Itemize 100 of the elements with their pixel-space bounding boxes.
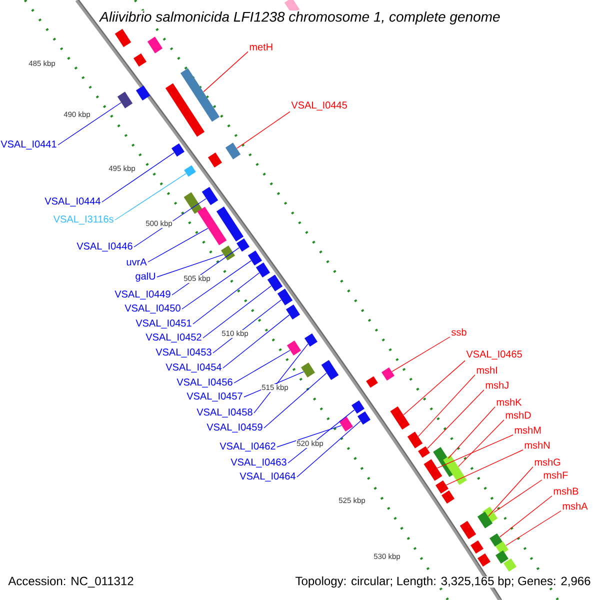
leader-line <box>446 450 524 486</box>
gene-label: mshG <box>534 458 560 466</box>
leader-line <box>192 272 260 324</box>
gene-label: VSAL_I0445 <box>291 102 347 110</box>
gene-block <box>225 142 241 160</box>
gene-label: VSAL_I0459 <box>206 424 262 432</box>
leader-line <box>102 152 174 202</box>
gene-label: mshM <box>514 426 541 434</box>
gene-block <box>267 274 283 292</box>
leader-line <box>254 344 308 414</box>
leader-line <box>458 420 504 467</box>
gene-block <box>117 92 133 108</box>
gene-block <box>321 360 339 380</box>
gene-block <box>382 367 394 381</box>
gene-block <box>286 304 300 320</box>
gene-label: VSAL_I0449 <box>114 290 170 300</box>
gene-label: mshK <box>496 398 522 406</box>
gene-block <box>236 238 250 252</box>
gene-block <box>165 83 205 137</box>
gene-block <box>390 406 410 430</box>
gene-block <box>147 36 163 54</box>
gene-label: VSAL_I0451 <box>136 320 192 328</box>
gene-label: VSAL_I3116s <box>53 216 114 224</box>
leader-line <box>156 254 224 278</box>
leader-line <box>288 410 355 464</box>
gene-label: VSAL_I0444 <box>44 198 100 206</box>
gene-label: mshA <box>562 502 588 510</box>
gene-label: metH <box>250 44 272 50</box>
gene-label: mshI <box>476 366 497 374</box>
leader-line <box>202 286 272 338</box>
gene-block <box>134 53 146 67</box>
gene-label: VSAL_I0450 <box>124 304 180 314</box>
leader-line <box>182 260 252 310</box>
leader-line <box>264 372 327 428</box>
leader-line <box>448 406 496 459</box>
gene-block <box>490 533 502 547</box>
leader-line <box>236 111 290 149</box>
gene-label: mshD <box>506 411 531 419</box>
gene-label: uvrA <box>126 258 147 266</box>
gene-block <box>496 550 508 564</box>
gene-label: mshN <box>524 441 550 449</box>
gene-label: ssb <box>451 328 466 336</box>
leader-line <box>506 510 562 546</box>
gene-block <box>136 86 150 100</box>
leader-line <box>499 496 552 538</box>
gene-block <box>442 490 454 504</box>
gene-label: VSAL_I0457 <box>186 392 242 402</box>
gene-label: VSAL_I0465 <box>466 350 522 360</box>
gene-label: VSAL_I0441 <box>0 140 56 150</box>
gene-label: VSAL_I0463 <box>230 458 286 468</box>
gene-block <box>504 558 516 572</box>
gene-block <box>418 446 430 458</box>
gene-block <box>180 68 220 122</box>
gene-label: VSAL_I0458 <box>196 408 252 418</box>
gene-label: VSAL_I0462 <box>220 442 276 452</box>
gene-block <box>366 376 378 388</box>
gene-block <box>202 186 218 206</box>
leader-line <box>114 173 186 220</box>
gene-label: VSAL_I0454 <box>166 364 222 372</box>
gene-block <box>436 480 448 494</box>
gene-block <box>470 540 484 554</box>
leader-line <box>222 314 290 368</box>
leader-line <box>403 360 466 416</box>
gene-block <box>208 152 222 168</box>
leader-line <box>58 102 122 146</box>
gene-block <box>460 520 476 540</box>
gene-label: mshF <box>544 471 568 479</box>
gene-label: VSAL_I0453 <box>156 348 212 358</box>
leader-line <box>148 228 208 262</box>
accession-text: Accession: NC_011312 <box>8 576 134 588</box>
leader-line <box>234 350 290 384</box>
leader-line <box>427 390 484 449</box>
gene-label: mshJ <box>486 381 508 389</box>
gene-block <box>407 432 423 448</box>
gene-block <box>277 288 293 306</box>
leader-line <box>392 336 450 372</box>
gene-block <box>352 400 364 414</box>
gene-block <box>304 333 318 347</box>
gene-block <box>358 411 370 425</box>
leader-line <box>418 374 476 437</box>
leader-line <box>494 480 542 513</box>
gene-block <box>338 416 354 432</box>
leader-line <box>488 466 534 517</box>
gene-label: VSAL_I0446 <box>76 242 132 252</box>
leader-line <box>276 425 342 448</box>
gene-block <box>286 340 302 356</box>
gene-block <box>114 28 132 48</box>
gene-block <box>184 165 196 177</box>
gene-block <box>220 246 236 260</box>
gene-label: mshB <box>554 487 578 495</box>
gene-block <box>443 454 467 486</box>
gene-block <box>172 143 184 157</box>
gene-block <box>478 553 490 567</box>
gene-block <box>300 362 316 378</box>
gene-label: VSAL_I0452 <box>146 334 202 342</box>
gene-block <box>256 262 270 278</box>
gene-label: VSAL_I0456 <box>176 378 232 388</box>
title: Aliivibrio salmonicida LFI1238 chromosome 1, complete genome <box>98 10 502 26</box>
gene-block <box>424 459 442 481</box>
gene-block <box>184 192 202 214</box>
